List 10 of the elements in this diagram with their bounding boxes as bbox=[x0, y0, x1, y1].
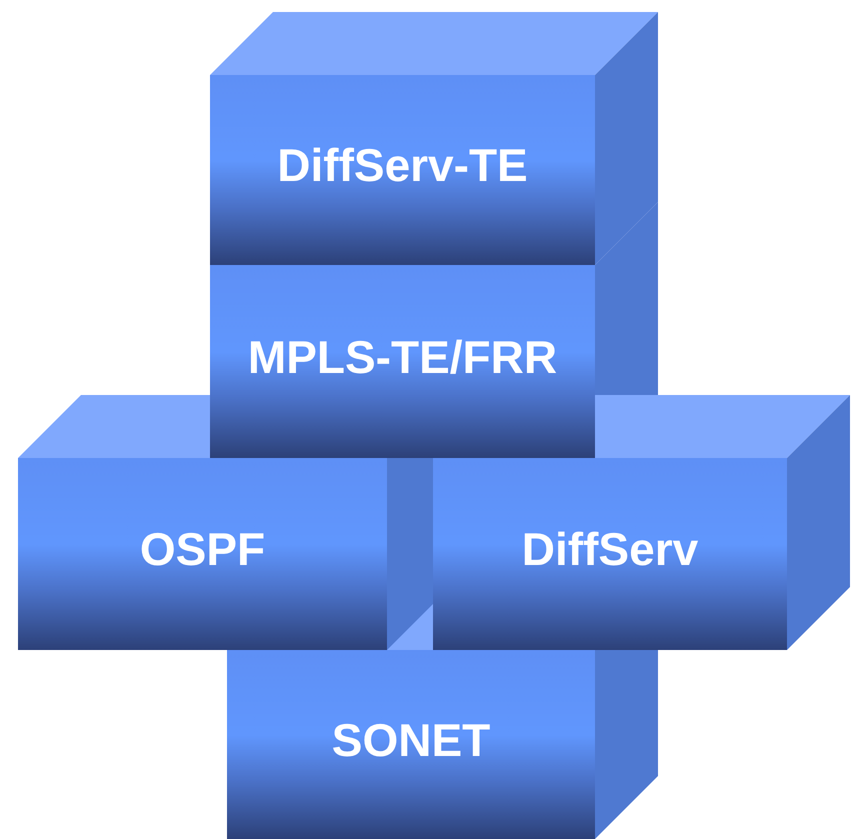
stack-block bbox=[18, 458, 387, 650]
block-label: DiffServ bbox=[522, 522, 698, 576]
block-label: MPLS-TE/FRR bbox=[248, 330, 558, 384]
block-label: SONET bbox=[332, 712, 490, 766]
stack-block bbox=[433, 458, 787, 650]
block-label: OSPF bbox=[140, 522, 266, 576]
stack-block bbox=[210, 265, 595, 458]
block-label: DiffServ-TE bbox=[277, 138, 528, 192]
stack-block bbox=[227, 650, 595, 839]
stack-block bbox=[210, 75, 595, 265]
